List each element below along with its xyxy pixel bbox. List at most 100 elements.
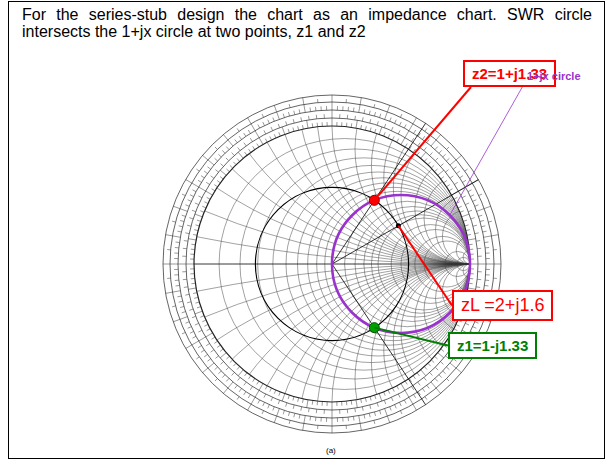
scale-tick [409,397,413,404]
scale-tick [264,394,266,398]
scale-tick [300,407,302,411]
scale-tick [436,388,440,393]
scale-tick [198,196,202,198]
scale-tick [191,244,195,246]
scale-tick [270,388,272,392]
scale-tick [400,411,401,414]
scale-tick [297,398,299,402]
scale-tick [347,409,348,413]
scale-tick [456,324,460,326]
scale-tick [184,240,188,242]
scale-tick [302,125,304,129]
scale-tick [477,248,481,249]
scale-tick [320,106,321,110]
scale-tick [182,256,186,257]
scale-tick [279,132,280,136]
scale-tick [324,114,325,118]
scale-tick [473,327,477,329]
scale-tick [359,104,360,112]
scale-tick [235,385,237,388]
scale-tick [478,215,482,216]
scale-tick [377,121,378,125]
scale-tick [201,350,204,352]
scale-tick [468,239,476,240]
scale-tick [187,302,191,303]
scale-tick [479,194,482,195]
scale-tick [449,189,452,191]
scale-tick [385,409,388,417]
scale-tick [258,124,260,128]
scale-tick [196,357,199,359]
scale-tick [270,136,272,140]
scale-tick [199,187,206,191]
scale-tick [257,144,259,147]
scale-tick [300,117,302,121]
scale-tick [339,410,340,414]
scale-tick [248,404,252,410]
scale-tick [248,395,250,398]
scale-tick [218,371,221,374]
scale-tick [215,379,217,381]
scale-tick [180,220,184,221]
scale-tick [310,108,312,112]
scale-tick [443,154,446,157]
scale-tick [385,112,388,120]
scale-tick [182,194,185,195]
scale-tick [196,225,200,226]
scale-tick [369,111,371,115]
scale-tick [273,407,274,411]
scale-tick [392,136,394,140]
scale-tick [190,259,194,260]
scale-tick [353,108,355,112]
scale-tick [384,392,385,396]
scale-tick [398,394,400,398]
scale-tick [182,332,185,333]
scale-tick [238,152,243,158]
scale-tick [413,118,417,124]
scale-tick [486,252,490,253]
scale-tick [375,395,376,399]
reactance-arc [393,111,546,264]
scale-tick [317,401,318,405]
scale-tick [175,280,179,281]
scale-tick [485,247,489,248]
scale-tick [203,368,208,372]
scale-tick [342,106,343,110]
scale-tick [195,203,199,205]
scale-tick [332,402,333,410]
scale-ring [178,110,486,418]
reactance-arc [355,264,585,461]
scale-tick [424,367,427,370]
scale-tick [204,324,208,326]
scale-tick [202,206,206,208]
reactance-arc [273,264,612,461]
scale-tick [454,329,458,331]
scale-tick [238,370,243,376]
scale-tick [180,306,184,307]
scale-tick [362,407,364,411]
scale-tick [400,114,401,117]
scale-tick [317,99,318,102]
scale-tick [177,296,181,298]
leader-line [374,87,471,200]
scale-tick [404,124,406,128]
scale-tick [481,225,485,227]
scale-tick [465,225,469,226]
scale-tick [188,200,192,202]
scale-tick [395,405,397,409]
leader-line [374,328,448,346]
scale-tick [435,147,438,150]
unit-resistance-circle [332,195,470,333]
scale-tick [454,197,458,199]
scale-tick [346,99,347,102]
title-text: For the series-stub design the chart as … [22,6,592,40]
scale-tick [337,106,338,110]
scale-tick [317,123,318,127]
scale-tick [360,125,362,129]
scale-tick [317,425,318,428]
scale-tick [193,234,197,236]
reactance-arc [371,67,568,264]
scale-tick [278,124,279,128]
scale-tick [172,221,175,223]
scale-tick [423,389,425,392]
